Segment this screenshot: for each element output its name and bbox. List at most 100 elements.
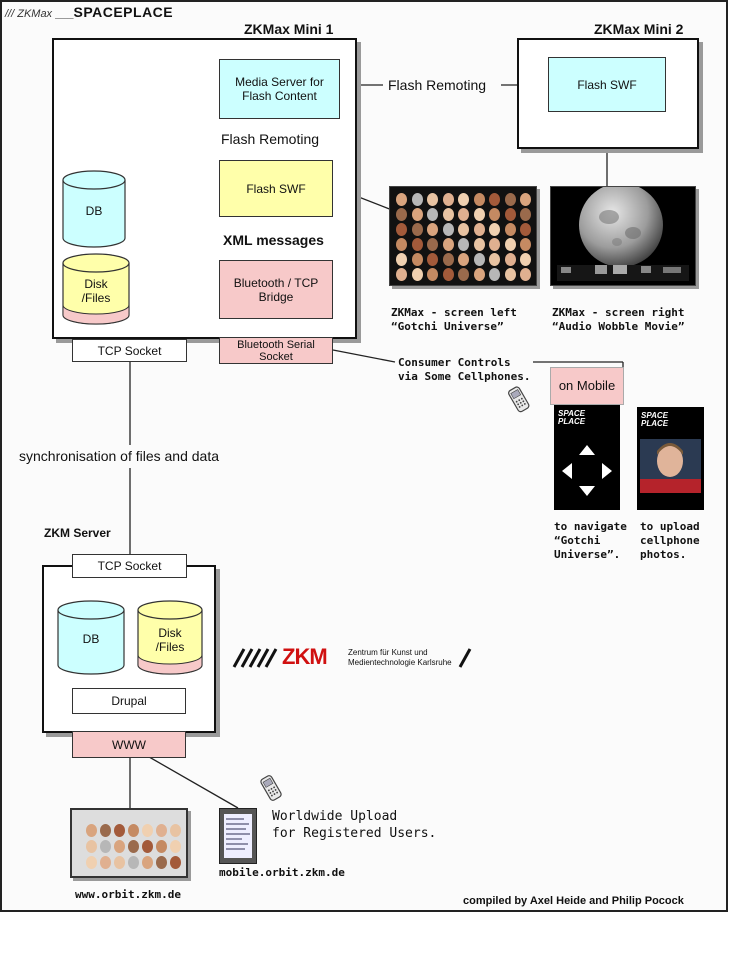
zkm-logo-text: Zentrum für Kunst und Medientechnologie …	[348, 648, 452, 668]
header-separator: ___	[55, 8, 74, 20]
flash-remoting-outer-label: Flash Remoting	[388, 77, 487, 93]
website-face-thumbnail	[114, 840, 125, 853]
server-title: ZKM Server	[44, 526, 111, 540]
website-face-thumbnail	[128, 840, 139, 853]
cellphone-glyph	[508, 386, 530, 413]
gotchi-face-thumbnail	[411, 268, 423, 281]
server-tcp-socket: TCP Socket	[72, 554, 187, 578]
worldwide-upload-text: Worldwide Upload for Registered Users.	[272, 808, 436, 842]
website-face-thumbnail	[170, 856, 181, 869]
upload-caption-line1: to upload	[640, 520, 700, 533]
gotchi-face-thumbnail	[489, 268, 500, 281]
gotchi-face-thumbnail	[411, 253, 423, 266]
gotchi-face-thumbnail	[489, 223, 500, 236]
server-disk-label: Disk /Files	[155, 626, 185, 654]
website-face-thumbnail	[114, 856, 125, 869]
mini2-container	[517, 38, 699, 149]
gotchi-face-thumbnail	[504, 268, 516, 281]
upload-cellphone-icon	[260, 775, 282, 806]
phone-logo: SPACE PLACE	[641, 411, 669, 428]
direction-arrows-icon	[562, 445, 612, 496]
gotchi-face-thumbnail	[473, 223, 485, 236]
gotchi-face-thumbnail	[427, 223, 438, 236]
cylinder-shape	[137, 600, 203, 675]
website-face-thumbnail	[156, 824, 167, 837]
website-url: www.orbit.zkm.de	[75, 888, 181, 901]
screen-left-caption-line2: “Gotchi Universe”	[391, 320, 504, 333]
website-face-thumbnail	[128, 856, 139, 869]
cylinder-shape	[62, 170, 126, 248]
gotchi-face-thumbnail	[520, 253, 531, 266]
website-face-thumbnail	[100, 856, 111, 869]
phone-logo: SPACE PLACE	[558, 409, 586, 426]
gotchi-face-thumbnail	[427, 238, 438, 251]
website-face-thumbnail	[170, 824, 181, 837]
mobile-site-url: mobile.orbit.zkm.de	[219, 866, 345, 879]
consumer-controls-text: Consumer Controls via Some Cellphones.	[398, 356, 530, 384]
gotchi-face-thumbnail	[520, 208, 531, 221]
worldwide-upload-line2: for Registered Users.	[272, 826, 437, 841]
gotchi-face-thumbnail	[396, 253, 407, 266]
gotchi-face-thumbnail	[458, 208, 469, 221]
navigate-caption: to navigate “Gotchi Universe”.	[554, 520, 627, 562]
mobile-site-text-lines	[226, 818, 250, 850]
www-box: WWW	[72, 731, 186, 758]
credits: compiled by Axel Heide and Philip Pocock	[463, 895, 684, 907]
upload-caption-line2: cellphone	[640, 534, 700, 547]
phone-navigate-screen: SPACE PLACE	[554, 405, 620, 510]
website-face-thumbnail	[86, 824, 97, 837]
upload-caption-line3: photos.	[640, 548, 687, 561]
gotchi-face-thumbnail	[504, 208, 516, 221]
website-face-thumbnail	[86, 856, 97, 869]
gotchi-face-thumbnail	[458, 238, 469, 251]
zkm-logo-mark: ZKM	[282, 644, 328, 669]
gotchi-face-thumbnail	[473, 193, 485, 206]
gotchi-face-thumbnail	[442, 253, 454, 266]
website-face-thumbnail	[156, 840, 167, 853]
zkm-logo-line2: Medientechnologie Karlsruhe	[348, 658, 452, 667]
worldwide-upload-line1: Worldwide Upload	[272, 809, 398, 824]
gotchi-face-thumbnail	[504, 238, 516, 251]
media-server-box: Media Server for Flash Content	[219, 59, 340, 119]
gotchi-face-thumbnail	[473, 253, 485, 266]
mobile-site-screen	[224, 814, 252, 858]
gotchi-face-thumbnail	[442, 238, 454, 251]
cellphone-icon	[504, 384, 535, 420]
gotchi-face-thumbnail	[504, 253, 516, 266]
gotchi-face-thumbnail	[458, 268, 469, 281]
consumer-controls-line1: Consumer Controls	[398, 356, 511, 369]
gotchi-face-thumbnail	[396, 208, 407, 221]
gotchi-face-thumbnail	[458, 253, 469, 266]
mini1-tcp-socket: TCP Socket	[72, 339, 187, 362]
screen-left-caption: ZKMax - screen left “Gotchi Universe”	[391, 306, 517, 334]
header-prefix: /// ZKMax	[5, 8, 53, 20]
gotchi-face-thumbnail	[411, 193, 423, 206]
gotchi-face-thumbnail	[489, 208, 500, 221]
orbit-website-screenshot	[70, 808, 188, 878]
website-face-thumbnail	[114, 824, 125, 837]
mini1-disk-cylinder: Disk /Files	[62, 253, 130, 325]
cylinder-shape	[62, 253, 130, 325]
bluetooth-socket-box: Bluetooth Serial Socket	[219, 337, 333, 364]
cylinder-shape	[57, 600, 125, 675]
navigate-caption-line3: Universe”.	[554, 548, 621, 561]
gotchi-face-thumbnail	[504, 193, 516, 206]
zkm-logo-stripes	[232, 648, 472, 668]
gotchi-face-thumbnail	[442, 208, 454, 221]
phone-upload-screen: SPACE PLACE	[637, 407, 704, 510]
website-face-thumbnail	[128, 824, 139, 837]
website-face-thumbnail	[142, 840, 153, 853]
gotchi-face-thumbnail	[396, 193, 407, 206]
mini2-flash-swf-box: Flash SWF	[548, 57, 666, 112]
gotchi-face-thumbnail	[427, 193, 438, 206]
gotchi-face-thumbnail	[396, 238, 407, 251]
server-db-label: DB	[82, 632, 100, 646]
mini1-db-label: DB	[85, 204, 103, 218]
screen-right-caption: ZKMax - screen right “Audio Wobble Movie…	[552, 306, 684, 334]
gotchi-face-thumbnail	[489, 193, 500, 206]
website-face-thumbnail	[156, 856, 167, 869]
navigate-caption-line1: to navigate	[554, 520, 627, 533]
gotchi-face-thumbnail	[427, 208, 438, 221]
server-db-cylinder: DB	[57, 600, 125, 676]
